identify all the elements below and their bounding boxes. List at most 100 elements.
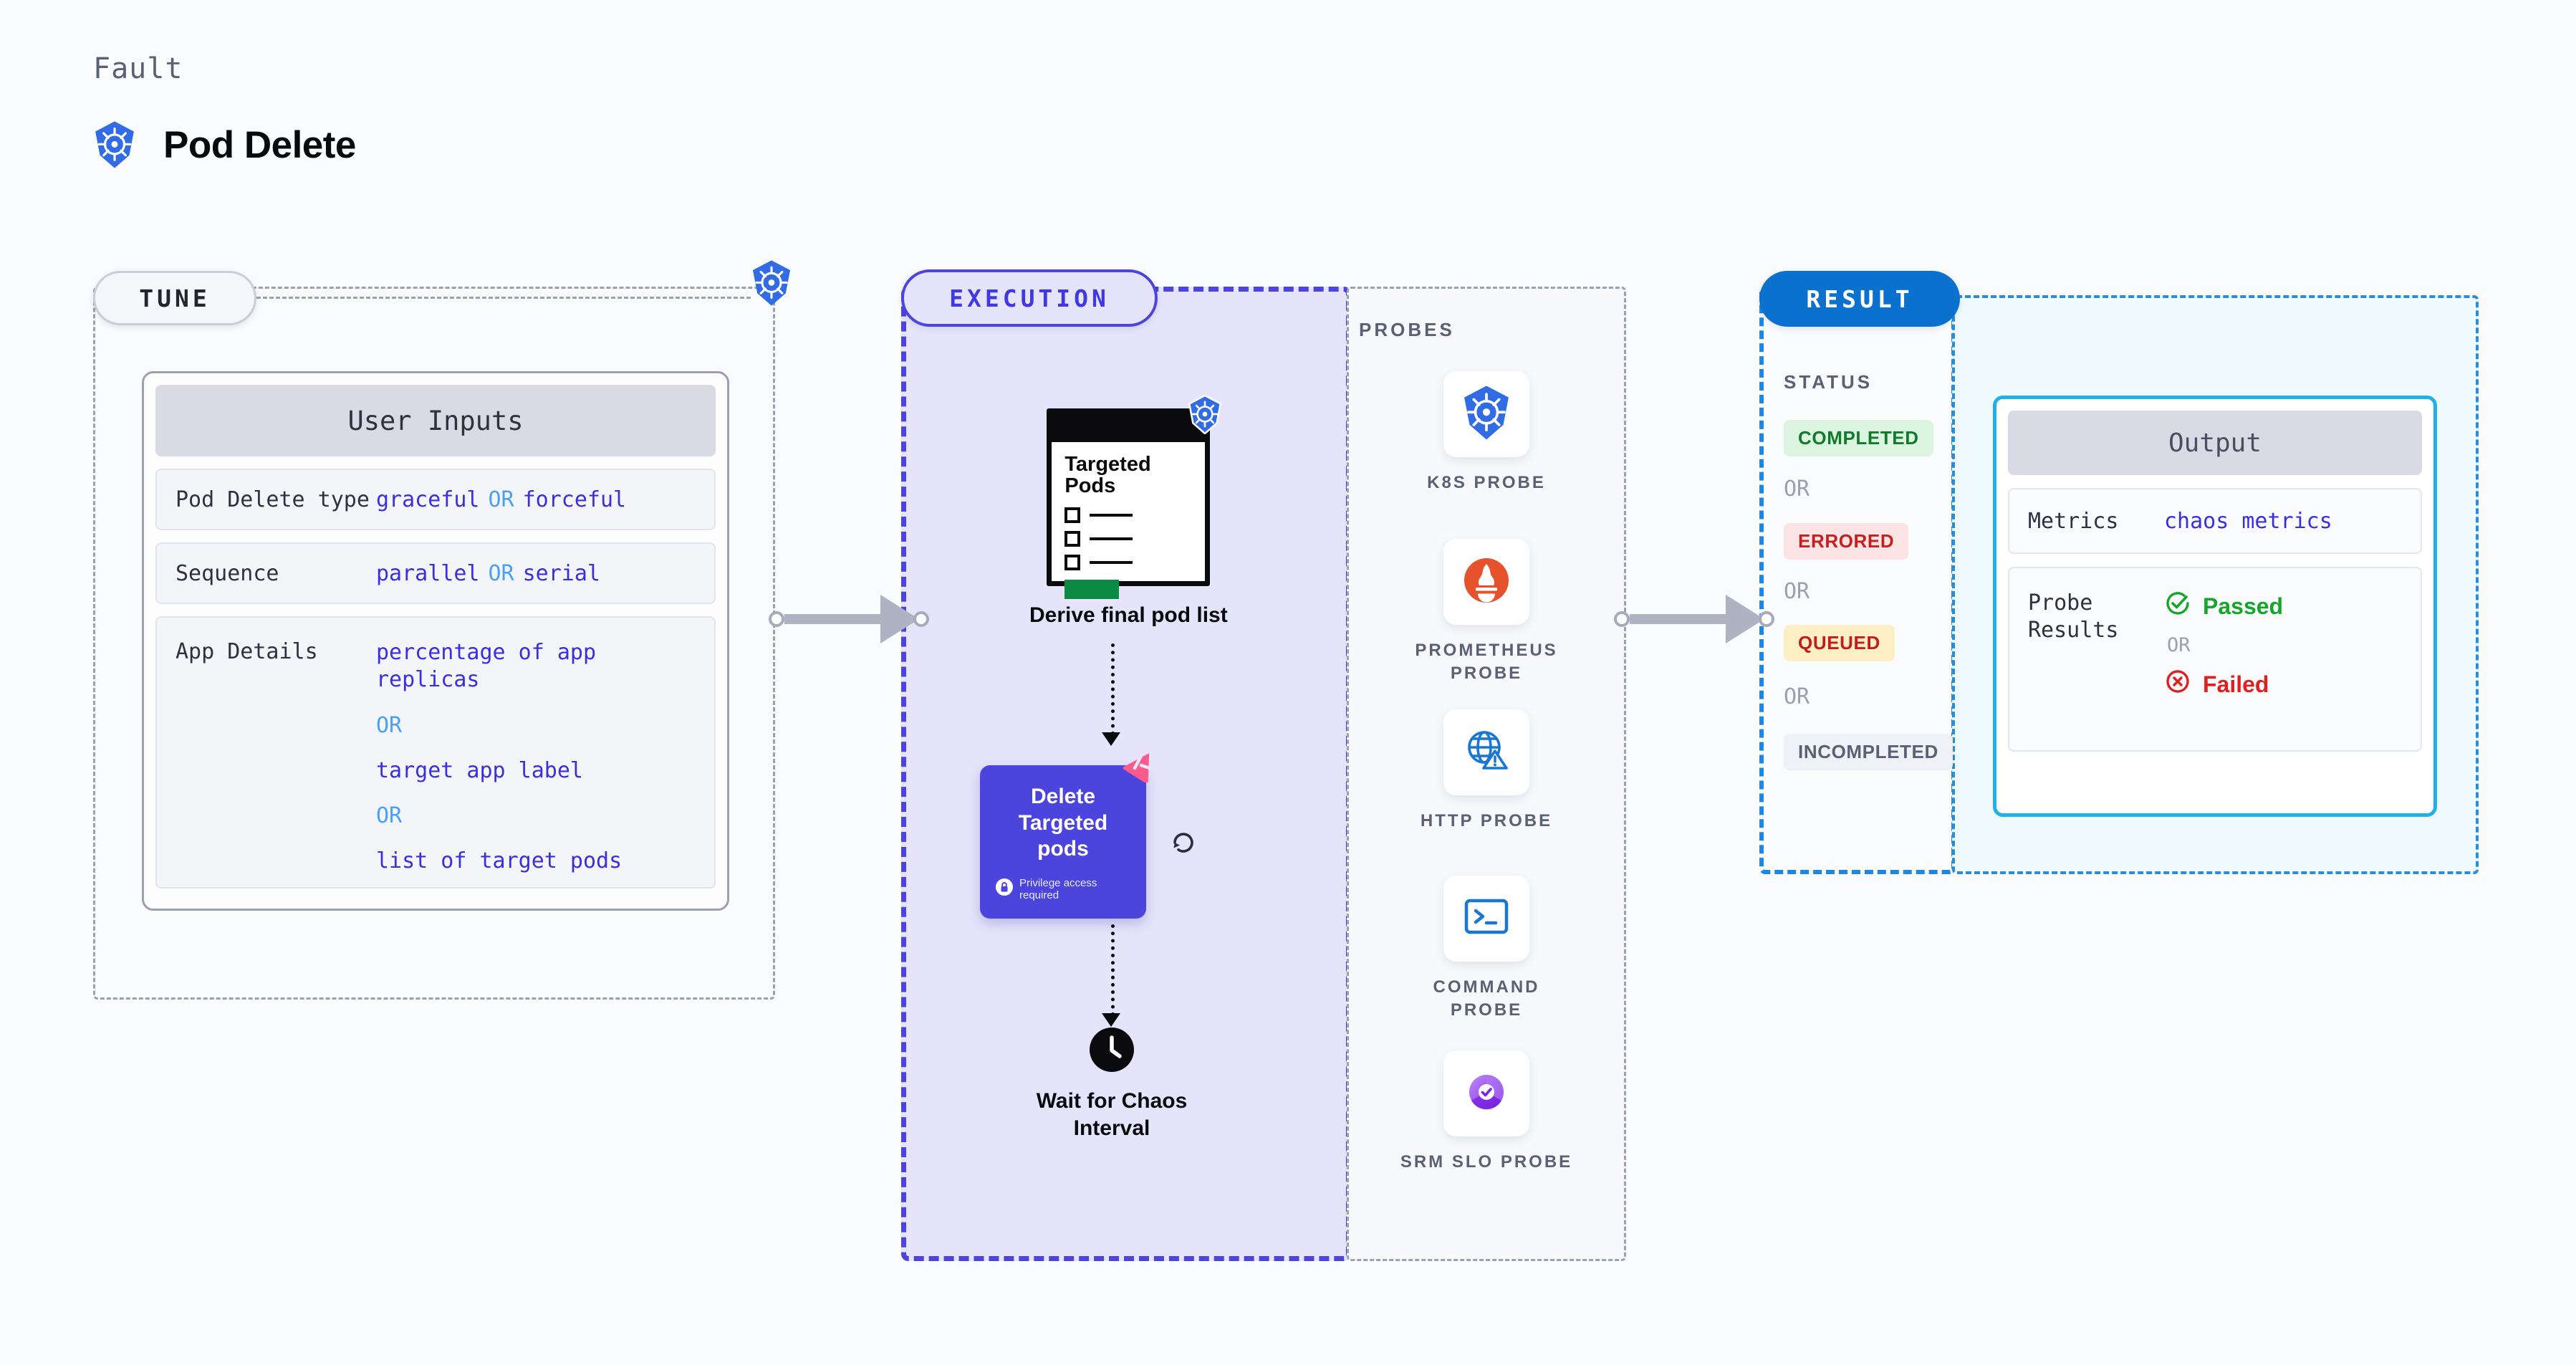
connector-dot xyxy=(1759,611,1774,627)
arrow-head-icon xyxy=(1102,1013,1120,1027)
app-details-option: percentage of app replicas xyxy=(376,640,597,692)
probe-k8s[interactable]: K8S PROBE xyxy=(1397,371,1576,494)
passed-label: Passed xyxy=(2203,593,2284,619)
tune-pill-connector xyxy=(256,297,751,299)
or-separator: OR xyxy=(1784,579,1810,604)
probe-label: COMMAND PROBE xyxy=(1433,977,1540,1020)
placeholder-line xyxy=(1090,537,1133,540)
row-value: chaos metrics xyxy=(2164,508,2332,534)
status-badge-queued: QUEUED xyxy=(1784,625,1895,661)
tune-panel xyxy=(93,287,775,1000)
app-details-option: list of target pods xyxy=(376,848,623,873)
probe-tile xyxy=(1443,1050,1529,1136)
execution-to-result-arrow xyxy=(1614,595,1774,643)
probe-srm-slo[interactable]: SRM SLO PROBE xyxy=(1397,1050,1576,1174)
probe-tile xyxy=(1443,709,1529,795)
row-value-b: forceful xyxy=(522,487,627,512)
result-pill[interactable]: RESULT xyxy=(1759,271,1960,327)
placeholder-line xyxy=(1090,513,1133,517)
user-inputs-title: User Inputs xyxy=(155,385,716,456)
table-row[interactable]: Metrics chaos metrics xyxy=(2008,488,2422,554)
probe-tile xyxy=(1443,371,1529,457)
failed-label: Failed xyxy=(2203,671,2269,697)
check-circle-icon xyxy=(2164,590,2191,623)
tune-to-execution-arrow xyxy=(769,595,929,643)
status-badge-errored: ERRORED xyxy=(1784,523,1909,560)
probe-tile xyxy=(1443,876,1529,962)
prometheus-icon xyxy=(1461,555,1512,609)
or-separator: OR xyxy=(488,560,514,586)
connector-dot xyxy=(913,611,929,627)
clock-icon xyxy=(1090,1028,1134,1072)
probe-tile xyxy=(1443,539,1529,625)
probe-label: SRM SLO PROBE xyxy=(1400,1152,1573,1172)
row-key: App Details xyxy=(176,639,318,664)
placeholder-line xyxy=(1090,560,1133,564)
arrow-head-icon xyxy=(880,595,919,643)
or-separator: OR xyxy=(2167,634,2191,656)
list-item xyxy=(1064,554,1192,570)
node-caption: Wait for Chaos Interval xyxy=(1036,1089,1188,1140)
table-row[interactable]: Sequence parallel OR serial xyxy=(155,542,716,604)
flow-line xyxy=(1111,924,1115,1016)
checkbox-icon xyxy=(1064,507,1081,523)
chaos-icon xyxy=(1121,749,1159,786)
kubernetes-icon xyxy=(1186,394,1224,438)
connector-line xyxy=(784,614,882,624)
lock-icon xyxy=(996,878,1013,899)
or-separator: OR xyxy=(376,713,403,738)
tune-pill[interactable]: TUNE xyxy=(93,271,256,325)
kubernetes-icon xyxy=(749,259,794,310)
list-item xyxy=(1064,530,1192,547)
table-row[interactable]: App Details percentage of app replicas O… xyxy=(155,616,716,889)
probe-result-failed: Failed xyxy=(2164,668,2283,701)
row-key: Pod Delete type xyxy=(176,487,370,512)
execution-pill[interactable]: EXECUTION xyxy=(901,269,1158,327)
privilege-text: Privilege access required xyxy=(1019,876,1097,901)
checkbox-icon xyxy=(1064,554,1081,570)
probe-result-passed: Passed xyxy=(2164,590,2283,623)
probe-http[interactable]: HTTP PROBE xyxy=(1397,709,1576,833)
srm-slo-icon xyxy=(1461,1067,1512,1121)
checkbox-list xyxy=(1064,507,1192,570)
table-row[interactable]: Pod Delete type graceful OR forceful xyxy=(155,469,716,530)
status-badge-completed: COMPLETED xyxy=(1784,420,1933,456)
x-circle-icon xyxy=(2164,668,2191,701)
fault-title-row: Pod Delete xyxy=(92,120,356,169)
exec-node-delete-targeted-pods[interactable]: Delete Targeted pods Privilege access re… xyxy=(980,753,1193,919)
card-titlebar xyxy=(1052,413,1206,442)
probe-label: K8S PROBE xyxy=(1427,473,1546,492)
probe-prometheus[interactable]: PROMETHEUS PROBE xyxy=(1397,539,1576,686)
exec-node-wait-chaos-interval[interactable]: Wait for Chaos Interval xyxy=(1024,1028,1199,1141)
kubernetes-icon xyxy=(1460,385,1513,444)
probe-label: HTTP PROBE xyxy=(1420,811,1553,830)
globe-warning-icon xyxy=(1461,725,1512,780)
result-panel xyxy=(1759,287,1956,874)
exec-node-derive-pod-list[interactable]: Targeted Pods Derive f xyxy=(1029,394,1228,629)
privilege-notice: Privilege access required xyxy=(996,877,1130,901)
refresh-loop-icon[interactable] xyxy=(1168,827,1199,862)
arrow-head-icon xyxy=(1726,595,1764,643)
page-title: Pod Delete xyxy=(163,123,356,166)
connector-dot xyxy=(769,611,784,627)
targeted-pods-title: Targeted Pods xyxy=(1064,453,1151,498)
table-row[interactable]: Probe Results Passed OR xyxy=(2008,567,2422,752)
or-separator: OR xyxy=(488,487,514,512)
or-separator: OR xyxy=(1784,476,1810,502)
probe-results-values: Passed OR Failed xyxy=(2164,590,2283,701)
output-card: Output Metrics chaos metrics Probe Resul… xyxy=(1993,396,2437,817)
row-key: Probe Results xyxy=(2028,590,2119,643)
probe-command[interactable]: COMMAND PROBE xyxy=(1397,876,1576,1022)
app-details-options: percentage of app replicas OR target app… xyxy=(376,639,622,873)
row-value-a: graceful xyxy=(376,487,480,512)
user-inputs-card: User Inputs Pod Delete type graceful OR … xyxy=(142,371,729,911)
terminal-icon xyxy=(1461,895,1512,943)
connector-line xyxy=(1630,614,1727,624)
or-separator: OR xyxy=(1784,684,1810,709)
targeted-pods-card-icon: Targeted Pods xyxy=(1047,394,1222,599)
row-value-b: serial xyxy=(522,560,600,586)
delete-targeted-pods-box[interactable]: Delete Targeted pods Privilege access re… xyxy=(980,753,1152,919)
arrow-head-icon xyxy=(1102,732,1120,746)
list-item xyxy=(1064,507,1192,523)
probe-label: PROMETHEUS PROBE xyxy=(1415,641,1558,684)
